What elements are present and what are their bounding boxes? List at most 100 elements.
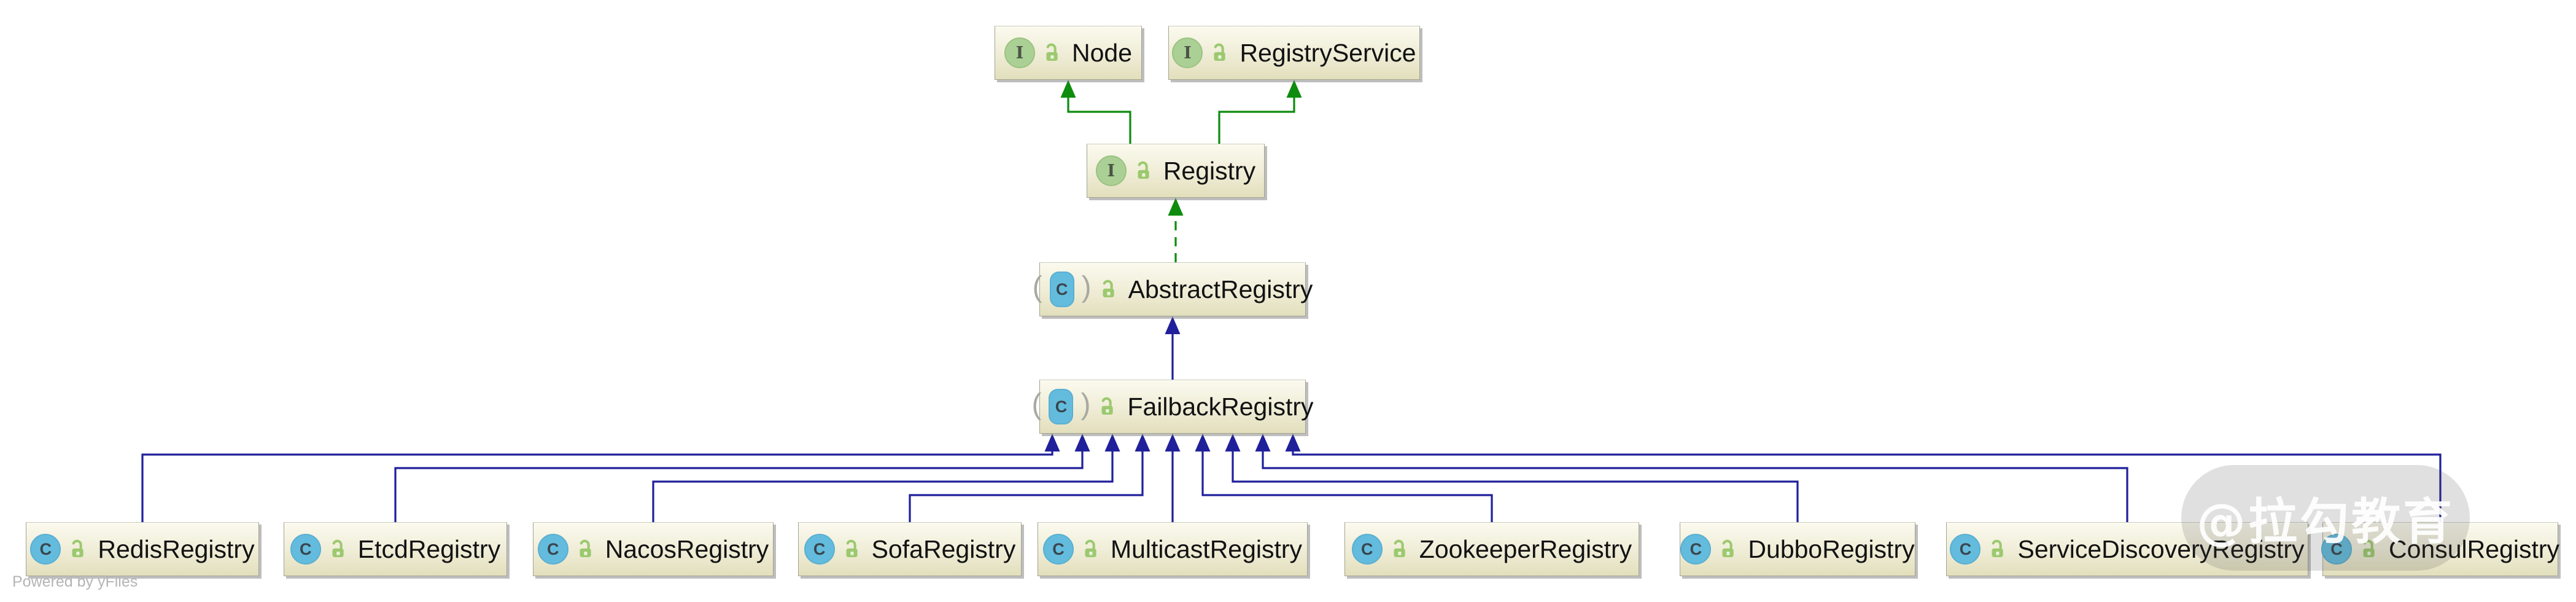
diagram-node-consulregistry[interactable]: C ConsulRegistry: [2321, 522, 2559, 576]
node-icon-group: C: [1950, 534, 2006, 565]
extends-edge-dubbo_registry-to-failback_registry: [1232, 450, 1799, 522]
diagram-node-redisregistry[interactable]: C RedisRegistry: [26, 522, 259, 576]
class-icon: C: [30, 534, 61, 565]
node-label: Node: [1071, 38, 1132, 67]
node-label: DubboRegistry: [1748, 534, 1915, 563]
extends-edge-service_discovery_registry-to-failback_registry: [1262, 450, 2128, 522]
unlocked-padlock-icon: [1390, 539, 1408, 563]
class-icon: C: [537, 534, 568, 565]
extends-edge-etcd_registry-to-failback_registry: [394, 450, 1084, 522]
class-icon: C: [804, 534, 835, 565]
extends-arrowhead-consul_registry-to-failback_registry: [1285, 434, 1301, 452]
node-icon-group: C: [1351, 534, 1408, 565]
node-label: Registry: [1163, 156, 1256, 185]
node-icon-group: (C): [1033, 272, 1117, 307]
class-icon: C: [290, 534, 321, 565]
node-label: SofaRegistry: [871, 534, 1016, 563]
interface-icon: I: [1172, 37, 1203, 68]
diagram-node-zookeeperregistry[interactable]: C ZookeeperRegistry: [1344, 522, 1639, 576]
class-icon: C: [1950, 534, 1981, 565]
unlocked-padlock-icon: [2359, 539, 2378, 563]
diagram-node-registryservice[interactable]: I RegistryService: [1168, 26, 1420, 80]
extends-arrowhead-multicast_registry-to-failback_registry: [1165, 434, 1181, 452]
watermark-text: @拉勾教育: [2197, 493, 2454, 550]
diagram-node-dubboregistry[interactable]: C DubboRegistry: [1680, 522, 1915, 576]
diagram-node-abstractregistry[interactable]: (C) AbstractRegistry: [1033, 262, 1313, 316]
node-icon-group: C: [30, 534, 87, 565]
diagram-node-registry[interactable]: I Registry: [1087, 144, 1265, 198]
node-icon-group: I: [1172, 37, 1228, 68]
unlocked-padlock-icon: [328, 539, 347, 563]
class-icon: C: [1049, 272, 1074, 307]
unlocked-padlock-icon: [1988, 539, 2006, 563]
node-icon-group: C: [290, 534, 347, 565]
node-icon-group: C: [1042, 534, 1100, 565]
node-icon-group: I: [1095, 155, 1152, 186]
class-icon: C: [1680, 534, 1712, 565]
abstract-paren-close-icon: ): [1080, 388, 1091, 421]
node-icon-group: I: [1004, 37, 1061, 68]
class-icon: C: [1042, 534, 1074, 565]
diagram-node-multicastregistry[interactable]: C MulticastRegistry: [1038, 522, 1308, 576]
class-icon: C: [2321, 534, 2352, 565]
unlocked-padlock-icon: [68, 539, 87, 563]
extends-edge-registry-to-node: [1067, 96, 1131, 144]
extends-arrowhead-sofa_registry-to-failback_registry: [1135, 434, 1150, 452]
diagram-node-etcdregistry[interactable]: C EtcdRegistry: [284, 522, 507, 576]
node-icon-group: C: [1680, 534, 1737, 565]
class-icon: C: [1049, 389, 1074, 424]
interface-icon: I: [1004, 37, 1035, 68]
extends-arrowhead-zookeeper_registry-to-failback_registry: [1195, 434, 1211, 452]
extends-arrowhead-failback_registry-to-abstract_registry: [1165, 316, 1181, 334]
unlocked-padlock-icon: [1081, 539, 1100, 563]
powered-by-yfiles-label: Powered by yFiles: [12, 573, 138, 590]
node-icon-group: (C): [1032, 389, 1117, 424]
diagram-node-node[interactable]: I Node: [995, 26, 1142, 80]
node-label: ConsulRegistry: [2389, 534, 2559, 563]
node-label: RedisRegistry: [98, 534, 255, 563]
node-icon-group: C: [2321, 534, 2378, 565]
node-label: FailbackRegistry: [1127, 392, 1314, 421]
unlocked-padlock-icon: [1098, 396, 1116, 420]
diagram-node-failbackregistry[interactable]: (C) FailbackRegistry: [1032, 380, 1314, 434]
extends-edge-nacos_registry-to-failback_registry: [652, 450, 1114, 522]
node-icon-group: C: [804, 534, 861, 565]
diagram-node-sofaregistry[interactable]: C SofaRegistry: [798, 522, 1022, 576]
node-label: EtcdRegistry: [357, 534, 501, 563]
node-label: MulticastRegistry: [1110, 534, 1303, 563]
interface-icon: I: [1095, 155, 1127, 186]
extends-arrowhead-redis_registry-to-failback_registry: [1044, 434, 1060, 452]
node-label: AbstractRegistry: [1128, 275, 1313, 303]
diagram-node-nacosregistry[interactable]: C NacosRegistry: [533, 522, 774, 576]
extends-arrowhead-registry-to-node: [1060, 80, 1076, 98]
extends-edge-consul_registry-to-failback_registry: [1292, 450, 2442, 522]
extends-edge-zookeeper_registry-to-failback_registry: [1201, 450, 1493, 522]
abstract-paren-open-icon: (: [1031, 388, 1042, 421]
unlocked-padlock-icon: [1099, 279, 1117, 303]
node-label: NacosRegistry: [605, 534, 769, 563]
unlocked-padlock-icon: [1718, 539, 1737, 563]
unlocked-padlock-icon: [1210, 42, 1228, 66]
extends-arrowhead-service_discovery_registry-to-failback_registry: [1255, 434, 1271, 452]
node-label: ServiceDiscoveryRegistry: [2017, 534, 2305, 563]
node-label: ZookeeperRegistry: [1419, 534, 1632, 563]
class-icon: C: [1351, 534, 1383, 565]
node-label: RegistryService: [1240, 38, 1416, 67]
unlocked-padlock-icon: [842, 539, 861, 563]
unlocked-padlock-icon: [576, 539, 594, 563]
abstract-paren-close-icon: ): [1081, 271, 1092, 303]
diagram-node-servicediscoveryregistry[interactable]: C ServiceDiscoveryRegistry: [1946, 522, 2308, 576]
abstract-paren-open-icon: (: [1032, 271, 1042, 303]
extends-edge-registry-to-registry_service: [1218, 96, 1295, 144]
lagou-education-watermark: @拉勾教育: [2181, 465, 2470, 571]
extends-arrowhead-registry-to-registry_service: [1286, 80, 1302, 98]
extends-arrowhead-dubbo_registry-to-failback_registry: [1225, 434, 1241, 452]
extends-arrowhead-etcd_registry-to-failback_registry: [1074, 434, 1090, 452]
extends-edge-sofa_registry-to-failback_registry: [909, 450, 1144, 522]
implements-arrowhead-abstract_registry-to-registry: [1168, 198, 1184, 216]
node-icon-group: C: [537, 534, 594, 565]
extends-arrowhead-nacos_registry-to-failback_registry: [1104, 434, 1120, 452]
unlocked-padlock-icon: [1134, 160, 1152, 184]
